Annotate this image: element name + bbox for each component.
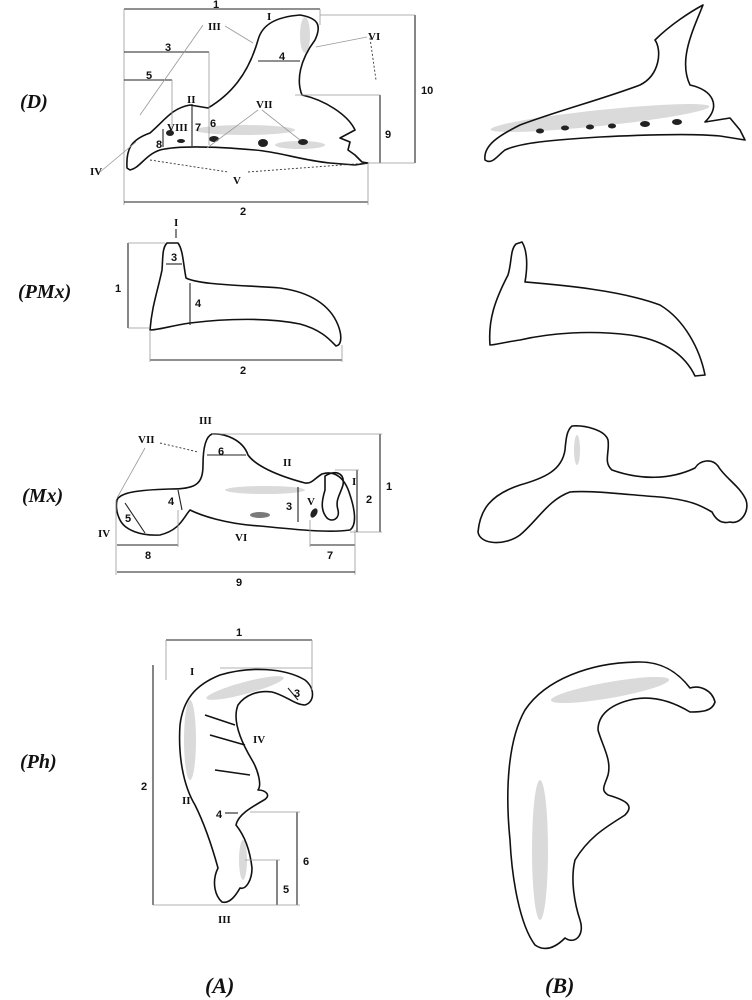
dimension-label: 6: [210, 118, 216, 130]
foramen: [586, 124, 594, 130]
feature-label: VII: [256, 99, 273, 111]
feature-label: I: [267, 11, 271, 23]
foramen: [536, 128, 544, 134]
maxilla-outline: [477, 425, 748, 544]
column-label-a: (A): [205, 973, 234, 998]
texture-shading: [195, 125, 295, 135]
texture-shading: [275, 141, 325, 149]
dimension-label: 5: [283, 884, 289, 896]
foramen: [310, 508, 318, 518]
dimension-label: 4: [168, 496, 175, 508]
dimension-label: 7: [195, 122, 201, 134]
dimension-label: 6: [303, 856, 309, 868]
foramen: [561, 125, 569, 131]
dentary-outline: [484, 4, 746, 163]
column-label-b: (B): [545, 973, 574, 998]
feature-label: II: [182, 795, 191, 807]
dimension-label: 9: [236, 577, 242, 589]
foramen: [298, 139, 308, 145]
dimension-label: 5: [125, 513, 131, 525]
feature-label: V: [307, 496, 315, 508]
dimension-label: 7: [327, 550, 333, 562]
panel-label-maxilla: (Mx): [22, 485, 63, 507]
feature-label: VIII: [167, 122, 188, 134]
dimension-label: 2: [366, 494, 372, 506]
feature-label: I: [352, 476, 356, 488]
panel-label-pharyngeal: (Ph): [20, 751, 57, 773]
dentary-outline: [126, 14, 369, 171]
texture-shading: [184, 700, 196, 780]
feature-label: I: [190, 666, 194, 678]
feature-label: I: [174, 217, 178, 229]
panel-label-premaxilla: (PMx): [18, 281, 71, 303]
foramen: [640, 121, 650, 127]
maxilla-outline: [115, 433, 356, 536]
texture-shading: [300, 17, 310, 53]
foramen: [177, 139, 185, 143]
dimension-label: 2: [141, 781, 147, 793]
pharyngeal-tooth-row: [204, 714, 251, 776]
feature-label: IV: [253, 734, 265, 746]
dimension-label: 8: [145, 550, 151, 562]
feature-label: III: [199, 415, 212, 427]
foramen: [209, 136, 219, 142]
feature-label: III: [218, 914, 231, 926]
dimension-label: 8: [156, 139, 162, 151]
foramen: [166, 130, 174, 136]
pharyngeal-outline: [178, 668, 314, 904]
feature-label: V: [233, 175, 241, 187]
dentary-specimen: [484, 4, 746, 163]
texture-shading: [532, 780, 548, 920]
texture-shading: [206, 676, 284, 700]
premaxilla-outline: [149, 242, 342, 347]
texture-shading: [239, 840, 247, 880]
dimension-label: 3: [294, 688, 300, 700]
dimension-label: 3: [286, 501, 292, 513]
pharyngeal-annotated: 1 2 3 4 5 6 I II III IV: [141, 627, 314, 926]
foramen: [258, 139, 268, 147]
feature-label: II: [283, 457, 292, 469]
feature-label: IV: [98, 528, 110, 540]
dimension-label: 9: [385, 129, 391, 141]
pharyngeal-specimen: [507, 661, 716, 950]
texture-shading: [574, 435, 580, 465]
dimension-label: 4: [216, 809, 223, 821]
dimension-label: 1: [213, 0, 219, 11]
dimension-label: 1: [236, 627, 242, 639]
premaxilla-specimen-outline: [488, 241, 706, 377]
feature-label: IV: [90, 166, 102, 178]
texture-shading: [225, 486, 305, 494]
feature-label: II: [187, 94, 196, 106]
dimension-label: 4: [279, 51, 286, 63]
feature-label: VI: [235, 532, 247, 544]
dimension-label: 3: [171, 252, 177, 264]
dimension-label: 6: [218, 446, 224, 458]
pharyngeal-outline: [507, 661, 716, 950]
feature-label: III: [208, 21, 221, 33]
texture-shading: [490, 104, 710, 132]
maxilla-annotated: 1 2 3 4 5 6 7 8 9 I II III IV V VI VII: [98, 415, 392, 589]
premaxilla-annotated: 1 2 3 4 I: [115, 217, 343, 377]
dimension-label: 4: [195, 298, 202, 310]
dentary-annotated: 1 2 3 4 5 6 7 8 9 10 I II III IV V VI VI…: [90, 0, 433, 218]
foramen: [608, 123, 616, 129]
texture-shading: [550, 676, 670, 704]
dimension-label: 1: [386, 481, 392, 493]
foramen: [672, 119, 682, 125]
maxilla-process-outline: [321, 471, 345, 521]
maxilla-specimen: [477, 425, 748, 544]
feature-label: VII: [138, 434, 155, 446]
dimension-label: 10: [421, 85, 433, 97]
dimension-label: 5: [146, 70, 152, 82]
feature-label: VI: [368, 31, 380, 43]
dimension-label: 2: [240, 206, 246, 218]
dimension-label: 2: [240, 365, 246, 377]
dimension-label: 1: [115, 283, 121, 295]
texture-shading: [250, 512, 270, 518]
panel-label-dentary: (D): [20, 91, 48, 113]
dimension-label: 3: [165, 42, 171, 54]
